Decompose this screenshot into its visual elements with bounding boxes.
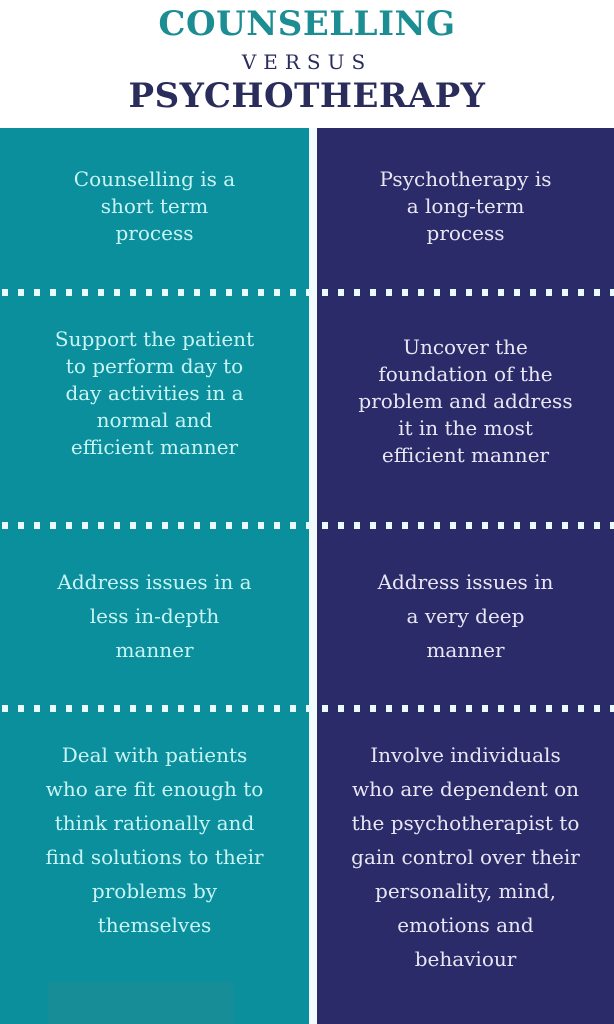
dotted-separator-2	[0, 522, 614, 529]
psychotherapy-column: Psychotherapy is a long-term process Unc…	[317, 128, 614, 1024]
counselling-point-3: Address issues in a less in-depth manner	[0, 564, 309, 668]
comparison-columns: Counselling is a short term process Supp…	[0, 128, 614, 1024]
title-psychotherapy: PSYCHOTHERAPY	[128, 76, 486, 116]
dotted-separator-3	[0, 705, 614, 712]
column-divider	[309, 128, 317, 1024]
title-versus: VERSUS	[241, 50, 373, 74]
dotted-separator-1	[0, 289, 614, 296]
counselling-point-4-text: Deal with patients who are fit enough to…	[45, 743, 264, 937]
psychotherapy-point-1: Psychotherapy is a long-term process	[317, 164, 614, 248]
psychotherapy-point-4-text: Involve individuals who are dependent on…	[351, 743, 580, 971]
psychotherapy-point-1-text: Psychotherapy is a long-term process	[379, 166, 552, 245]
counselling-point-1: Counselling is a short term process	[0, 164, 309, 248]
psychotherapy-point-2: Uncover the foundation of the problem an…	[317, 332, 614, 470]
psychotherapy-point-3: Address issues in a very deep manner	[317, 564, 614, 668]
counselling-point-2-text: Support the patient to perform day to da…	[54, 326, 255, 459]
counselling-column: Counselling is a short term process Supp…	[0, 128, 309, 1024]
psychotherapy-point-4: Involve individuals who are dependent on…	[317, 738, 614, 976]
title-counselling: COUNSELLING	[158, 4, 456, 44]
psychotherapy-point-3-text: Address issues in a very deep manner	[377, 570, 554, 662]
faint-overlay-block	[48, 982, 233, 1024]
psychotherapy-point-2-text: Uncover the foundation of the problem an…	[358, 334, 573, 467]
counselling-point-2: Support the patient to perform day to da…	[0, 324, 309, 462]
infographic-header: COUNSELLING VERSUS PSYCHOTHERAPY	[0, 0, 614, 128]
counselling-point-4: Deal with patients who are fit enough to…	[0, 738, 309, 942]
counselling-point-3-text: Address issues in a less in-depth manner	[57, 570, 252, 662]
counselling-point-1-text: Counselling is a short term process	[73, 166, 236, 245]
